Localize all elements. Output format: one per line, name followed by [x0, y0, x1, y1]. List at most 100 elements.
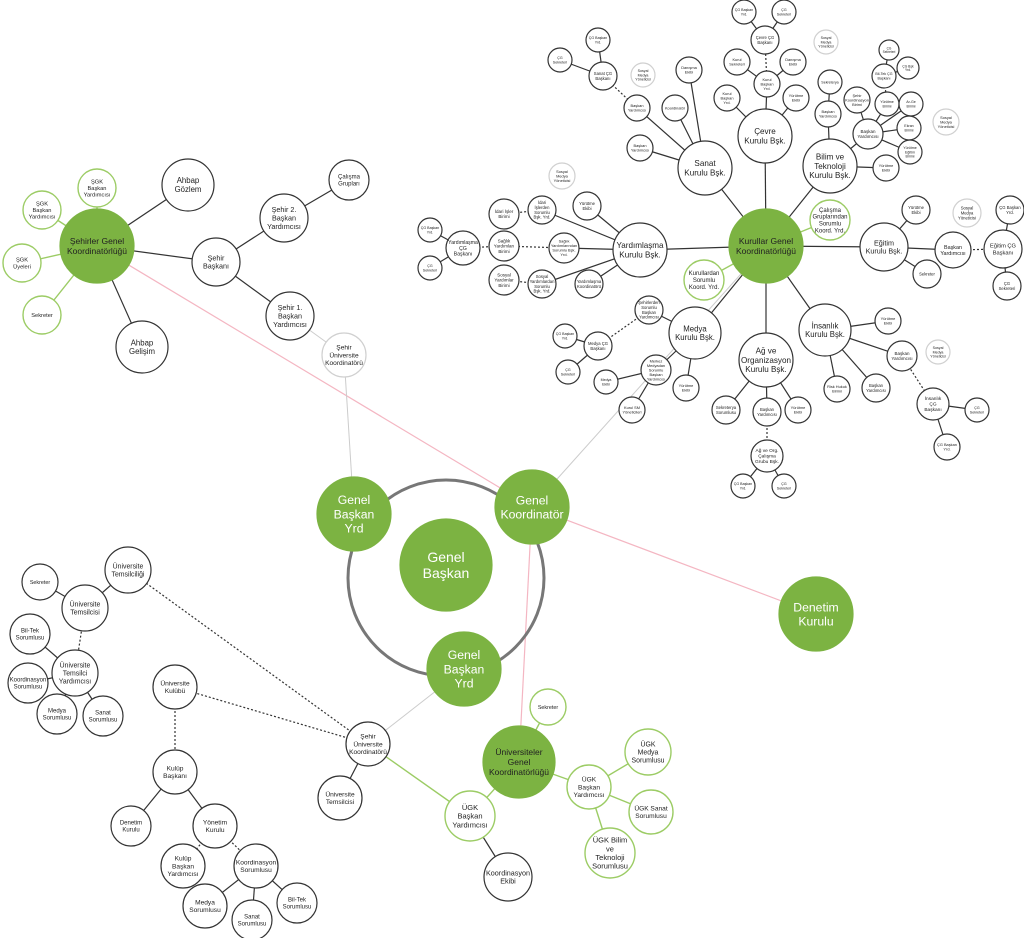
node-circle — [22, 190, 62, 230]
node-circle — [152, 749, 198, 795]
node-circle — [584, 827, 636, 879]
node-circle — [874, 307, 902, 335]
node-label: Sekreter — [30, 580, 51, 586]
node-circle — [566, 764, 612, 810]
node-circle — [618, 396, 646, 424]
node-circle — [417, 217, 443, 243]
node-circle — [626, 134, 654, 162]
node-circle — [753, 70, 781, 98]
node-circle — [77, 168, 117, 208]
node-circle — [934, 231, 972, 269]
node-circle — [737, 108, 793, 164]
node-circle — [51, 649, 99, 697]
node-circle — [872, 154, 900, 182]
node-circle — [82, 695, 124, 737]
node-circle — [784, 396, 812, 424]
node-circle — [661, 94, 689, 122]
node-label: Sekreter — [538, 705, 559, 711]
node-circle — [233, 843, 279, 889]
node-circle — [901, 195, 931, 225]
node-circle — [809, 199, 851, 241]
node-circle — [896, 56, 920, 80]
node-circle — [731, 0, 757, 25]
node-circle — [399, 518, 493, 612]
node-circle — [912, 259, 942, 289]
node-circle — [585, 27, 611, 53]
node-circle — [750, 25, 780, 55]
node-circle — [182, 883, 228, 929]
node-circle — [878, 39, 900, 61]
node-circle — [628, 789, 674, 835]
node-circle — [728, 208, 804, 284]
node-circle — [782, 84, 810, 112]
node-circle — [779, 48, 807, 76]
node-circle — [778, 576, 854, 652]
node-circle — [7, 662, 49, 704]
node-circle — [527, 195, 557, 225]
node-circle — [852, 118, 884, 150]
node-circle — [672, 374, 700, 402]
